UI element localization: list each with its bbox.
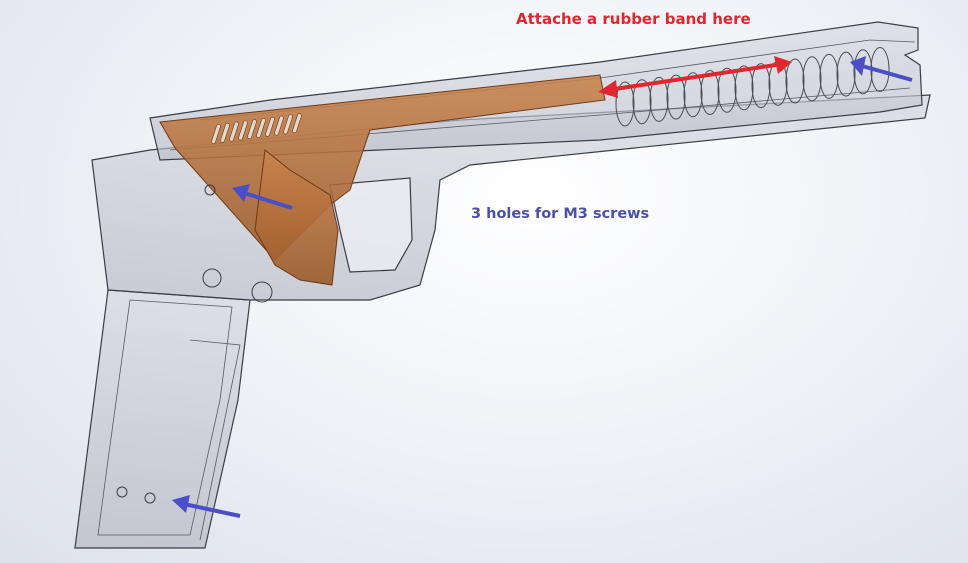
serration-slot <box>283 114 293 135</box>
serration-slot <box>292 113 302 134</box>
spring-coil <box>819 53 839 99</box>
serration-slot <box>265 116 275 137</box>
serration-slot <box>247 119 257 140</box>
spring-coil <box>802 56 822 102</box>
spring-coil <box>700 70 720 115</box>
spring-coil <box>734 65 754 111</box>
spring-coil <box>853 49 873 95</box>
spring-coil <box>683 72 703 118</box>
serration-slot <box>274 115 284 136</box>
spring-coil <box>649 76 669 122</box>
spring-coil <box>785 58 805 104</box>
serration-slot <box>256 118 266 138</box>
serration-slot <box>229 121 239 142</box>
screw-holes <box>116 184 273 504</box>
trigger-lever <box>254 149 339 286</box>
rubber-band-annotation: Attache a rubber band here <box>516 10 751 28</box>
spring-coil <box>666 74 686 120</box>
screw-holes-annotation: 3 holes for M3 screws <box>471 206 650 222</box>
spring-coil <box>632 79 652 125</box>
blue-arrow-icon-middle <box>232 184 293 210</box>
serration-slot <box>220 122 230 143</box>
spring-coil <box>717 67 737 113</box>
serration-slot <box>211 124 221 144</box>
serration-slots <box>211 113 302 144</box>
coil-spring <box>615 47 890 127</box>
trigger-guard <box>329 177 413 273</box>
spring-coil <box>751 63 771 109</box>
red-double-arrow-icon <box>598 56 792 98</box>
grip-magazine-line <box>189 339 241 541</box>
spring-coil <box>615 81 635 127</box>
spring-coil <box>836 51 856 97</box>
blue-arrow-icon-bottom <box>172 495 241 518</box>
grip-inner-line <box>97 299 233 536</box>
serration-slot <box>238 120 248 141</box>
blue-arrow-icon-top <box>850 56 913 82</box>
